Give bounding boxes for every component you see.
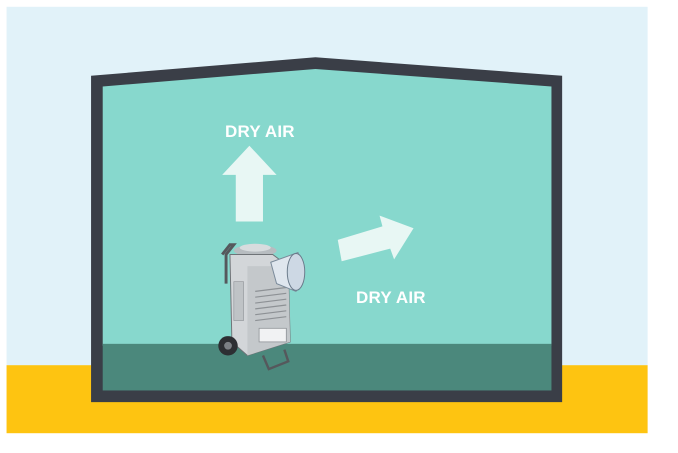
- dry-air-label-right: DRY AIR: [356, 288, 426, 308]
- room-interior: [103, 69, 552, 346]
- scene-illustration: [0, 0, 660, 440]
- room-floor: [103, 344, 552, 391]
- dry-air-label-up: DRY AIR: [225, 122, 295, 142]
